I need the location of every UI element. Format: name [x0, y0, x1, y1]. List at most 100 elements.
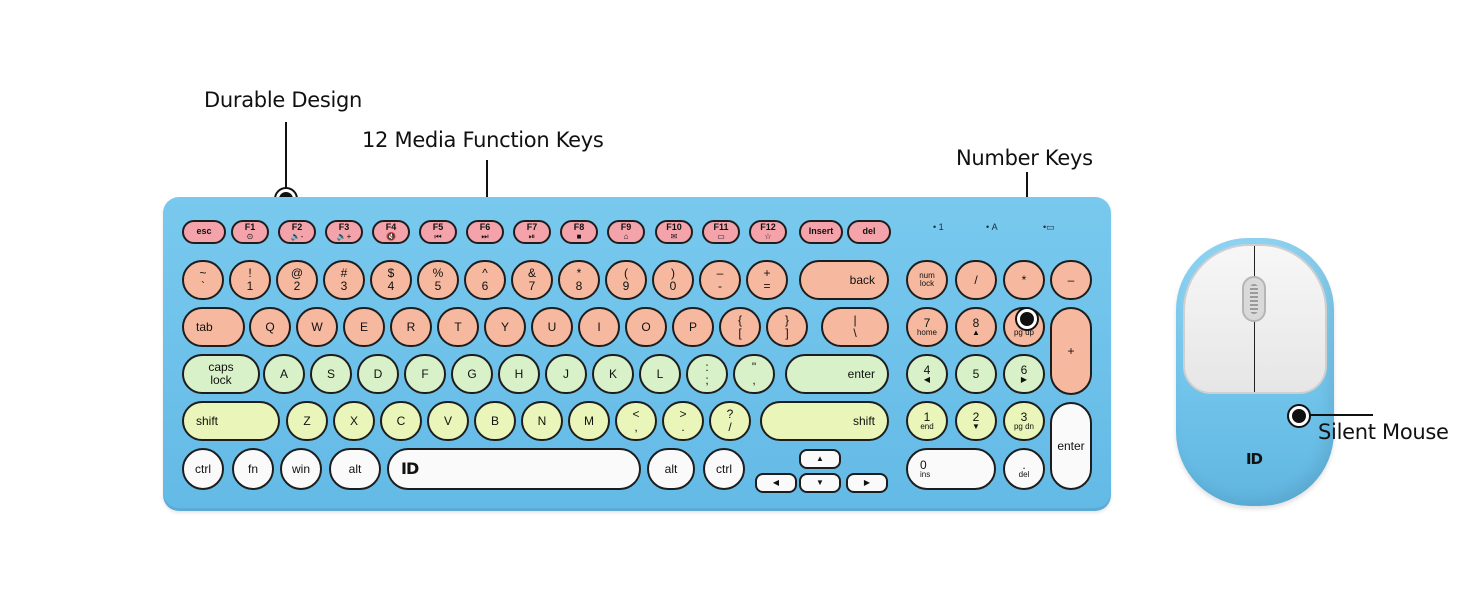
- fn-key-f8[interactable]: F8■: [560, 220, 598, 244]
- key-{[interactable]: {[: [719, 307, 761, 347]
- fn-key-f12[interactable]: F12☆: [749, 220, 787, 244]
- caps-lock-key[interactable]: caps lock: [182, 354, 260, 394]
- key-8-shift[interactable]: <,: [615, 401, 657, 441]
- fn-key-f2[interactable]: F2🔈-: [278, 220, 316, 244]
- space-bar[interactable]: ID: [387, 448, 641, 490]
- numpad-5[interactable]: 5: [955, 354, 997, 394]
- fn-key-f9[interactable]: F9⌂: [607, 220, 645, 244]
- key-9-home[interactable]: L: [639, 354, 681, 394]
- fn-key-insert[interactable]: Insert: [799, 220, 843, 244]
- numpad-4[interactable]: 4◀: [906, 354, 948, 394]
- numpad-decimal[interactable]: .del: [1003, 448, 1045, 490]
- fn-key-esc[interactable]: esc: [182, 220, 226, 244]
- key-4-shift[interactable]: V: [427, 401, 469, 441]
- key-u[interactable]: U: [531, 307, 573, 347]
- key-o-label: O: [641, 319, 651, 334]
- numpad-multiply[interactable]: *: [1003, 260, 1045, 300]
- bottom-key-alt-3[interactable]: alt: [329, 448, 381, 490]
- key-2-home[interactable]: S: [310, 354, 352, 394]
- key-q[interactable]: Q: [249, 307, 291, 347]
- key-=[interactable]: +=: [746, 260, 788, 300]
- key-6[interactable]: ^6: [464, 260, 506, 300]
- key-3-shift[interactable]: C: [380, 401, 422, 441]
- key-6-home[interactable]: H: [498, 354, 540, 394]
- arrow-right-key[interactable]: ▶: [846, 473, 888, 493]
- backslash-key[interactable]: |\: [821, 307, 889, 347]
- arrow-up-key[interactable]: ▲: [799, 449, 841, 469]
- fn-key-f1[interactable]: F1⊙: [231, 220, 269, 244]
- key-7-shift[interactable]: M: [568, 401, 610, 441]
- key-9-label: (: [624, 266, 628, 281]
- key-0[interactable]: )0: [652, 260, 694, 300]
- key-4[interactable]: $4: [370, 260, 412, 300]
- numpad-divide[interactable]: /: [955, 260, 997, 300]
- bottom-key-alt-5[interactable]: alt: [647, 448, 695, 490]
- key-o[interactable]: O: [625, 307, 667, 347]
- key-7-home[interactable]: J: [545, 354, 587, 394]
- key-4-home[interactable]: F: [404, 354, 446, 394]
- key-e[interactable]: E: [343, 307, 385, 347]
- key-1[interactable]: !1: [229, 260, 271, 300]
- key-5-home[interactable]: G: [451, 354, 493, 394]
- key-8[interactable]: *8: [558, 260, 600, 300]
- key-5-shift[interactable]: B: [474, 401, 516, 441]
- numpad-minus[interactable]: –: [1050, 260, 1092, 300]
- key-8-shift-sublabel: ,: [634, 420, 638, 434]
- key-3[interactable]: #3: [323, 260, 365, 300]
- key-11-home[interactable]: ",: [733, 354, 775, 394]
- key-1-home[interactable]: A: [263, 354, 305, 394]
- left-shift-key[interactable]: shift: [182, 401, 280, 441]
- key-t[interactable]: T: [437, 307, 479, 347]
- key-2[interactable]: @2: [276, 260, 318, 300]
- key-i[interactable]: I: [578, 307, 620, 347]
- numpad-6[interactable]: 6▶: [1003, 354, 1045, 394]
- fn-key-f5[interactable]: F5⏮: [419, 220, 457, 244]
- fn-key-f4[interactable]: F4🔇: [372, 220, 410, 244]
- arrow-down-key[interactable]: ▼: [799, 473, 841, 493]
- numpad-enter[interactable]: enter: [1050, 402, 1092, 490]
- key-y[interactable]: Y: [484, 307, 526, 347]
- key-7[interactable]: &7: [511, 260, 553, 300]
- right-shift-key[interactable]: shift: [760, 401, 889, 441]
- tab-key[interactable]: tab: [182, 307, 245, 347]
- key-1-shift[interactable]: Z: [286, 401, 328, 441]
- key-3-home[interactable]: D: [357, 354, 399, 394]
- bottom-key-ctrl-6[interactable]: ctrl: [703, 448, 745, 490]
- key-9-shift[interactable]: >.: [662, 401, 704, 441]
- arrow-left-key[interactable]: ◀: [755, 473, 797, 493]
- fn-key-f6[interactable]: F6⏭: [466, 220, 504, 244]
- key-2-shift[interactable]: X: [333, 401, 375, 441]
- enter-key[interactable]: enter: [785, 354, 889, 394]
- fn-key-del[interactable]: del: [847, 220, 891, 244]
- numpad-2[interactable]: 2▼: [955, 401, 997, 441]
- backspace-key[interactable]: back: [799, 260, 889, 300]
- key-5[interactable]: %5: [417, 260, 459, 300]
- key-r[interactable]: R: [390, 307, 432, 347]
- fn-key-f3[interactable]: F3🔈+: [325, 220, 363, 244]
- key-w[interactable]: W: [296, 307, 338, 347]
- bottom-key-win-2[interactable]: win: [280, 448, 322, 490]
- key-`[interactable]: ~`: [182, 260, 224, 300]
- numpad-8[interactable]: 8▲: [955, 307, 997, 347]
- key-9[interactable]: (9: [605, 260, 647, 300]
- key-}[interactable]: }]: [766, 307, 808, 347]
- fn-key-f11[interactable]: F11▭: [702, 220, 740, 244]
- key-p[interactable]: P: [672, 307, 714, 347]
- fn-key-f7[interactable]: F7⏯: [513, 220, 551, 244]
- fn-key-f10[interactable]: F10✉: [655, 220, 693, 244]
- bottom-key-ctrl-0[interactable]: ctrl: [182, 448, 224, 490]
- key-10-home[interactable]: :;: [686, 354, 728, 394]
- key-8-home-label: K: [608, 366, 617, 381]
- numpad-decimal-sublabel: del: [1018, 470, 1030, 480]
- key-6-shift[interactable]: N: [521, 401, 563, 441]
- bottom-key-fn-1[interactable]: fn: [232, 448, 274, 490]
- numpad-plus[interactable]: +: [1050, 307, 1092, 395]
- key--[interactable]: –-: [699, 260, 741, 300]
- key-8-home[interactable]: K: [592, 354, 634, 394]
- key-10-shift[interactable]: ?/: [709, 401, 751, 441]
